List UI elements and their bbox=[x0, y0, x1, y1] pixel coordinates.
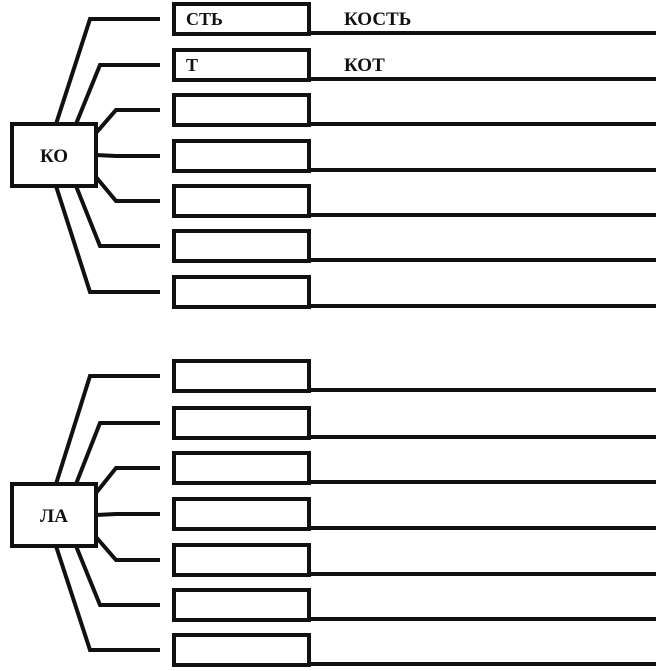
ending-box[interactable] bbox=[172, 406, 311, 440]
ending-box[interactable] bbox=[172, 275, 311, 309]
ending-box[interactable] bbox=[172, 633, 311, 667]
root-box bbox=[10, 482, 98, 548]
ending-box[interactable] bbox=[172, 229, 311, 263]
ending-box[interactable] bbox=[172, 184, 311, 218]
connector-line bbox=[54, 374, 160, 485]
connector-line bbox=[94, 535, 160, 562]
ending-box[interactable] bbox=[172, 588, 311, 622]
connector-line bbox=[94, 175, 160, 203]
connector-line bbox=[94, 466, 160, 495]
ending-box[interactable] bbox=[172, 48, 311, 82]
ending-text: СТЬ bbox=[186, 9, 223, 29]
connector-line bbox=[94, 108, 160, 135]
connector-line bbox=[95, 153, 160, 158]
ending-box[interactable] bbox=[172, 451, 311, 485]
connector-line bbox=[54, 545, 160, 652]
root-label: КО bbox=[40, 146, 68, 167]
ending-box[interactable] bbox=[172, 93, 311, 127]
ending-text: Т bbox=[186, 55, 198, 75]
connector-line bbox=[74, 421, 160, 485]
ending-box[interactable] bbox=[172, 543, 311, 577]
connector-line bbox=[54, 17, 160, 125]
ending-box[interactable] bbox=[172, 139, 311, 173]
ending-box[interactable] bbox=[172, 497, 311, 531]
root-box bbox=[10, 122, 98, 188]
connector-line bbox=[74, 63, 160, 125]
ending-box[interactable] bbox=[172, 2, 311, 36]
connector-line bbox=[74, 185, 160, 248]
word-text: КОСТЬ bbox=[344, 9, 411, 30]
word-text: КОТ bbox=[344, 55, 385, 76]
connector-line bbox=[74, 545, 160, 607]
connector-line bbox=[95, 512, 160, 517]
root-label: ЛА bbox=[40, 506, 68, 527]
connector-line bbox=[54, 185, 160, 294]
ending-box[interactable] bbox=[172, 359, 311, 393]
